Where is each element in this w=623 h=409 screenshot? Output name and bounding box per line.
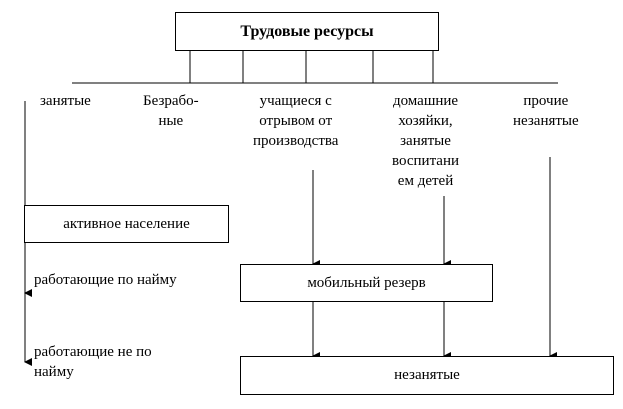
hired-workers-label: работающие по найму bbox=[34, 272, 177, 288]
root-box: Трудовые ресурсы bbox=[175, 12, 439, 51]
category-students: учащиеся с отрывом от производства bbox=[253, 93, 339, 149]
unoccupied-box: незанятые bbox=[240, 356, 614, 395]
mobile-reserve-box: мобильный резерв bbox=[240, 264, 493, 302]
category-employed: занятые bbox=[40, 93, 91, 109]
root-label: Трудовые ресурсы bbox=[240, 22, 374, 40]
active-population-box: активное население bbox=[24, 205, 229, 243]
category-other: прочие незанятые bbox=[513, 93, 579, 129]
category-unemployed: Безрабо- ные bbox=[143, 93, 199, 129]
category-housewives: домашние хозяйки, занятые воспитани ем д… bbox=[392, 93, 460, 189]
non-hired-workers-label: работающие не по найму bbox=[34, 344, 152, 380]
